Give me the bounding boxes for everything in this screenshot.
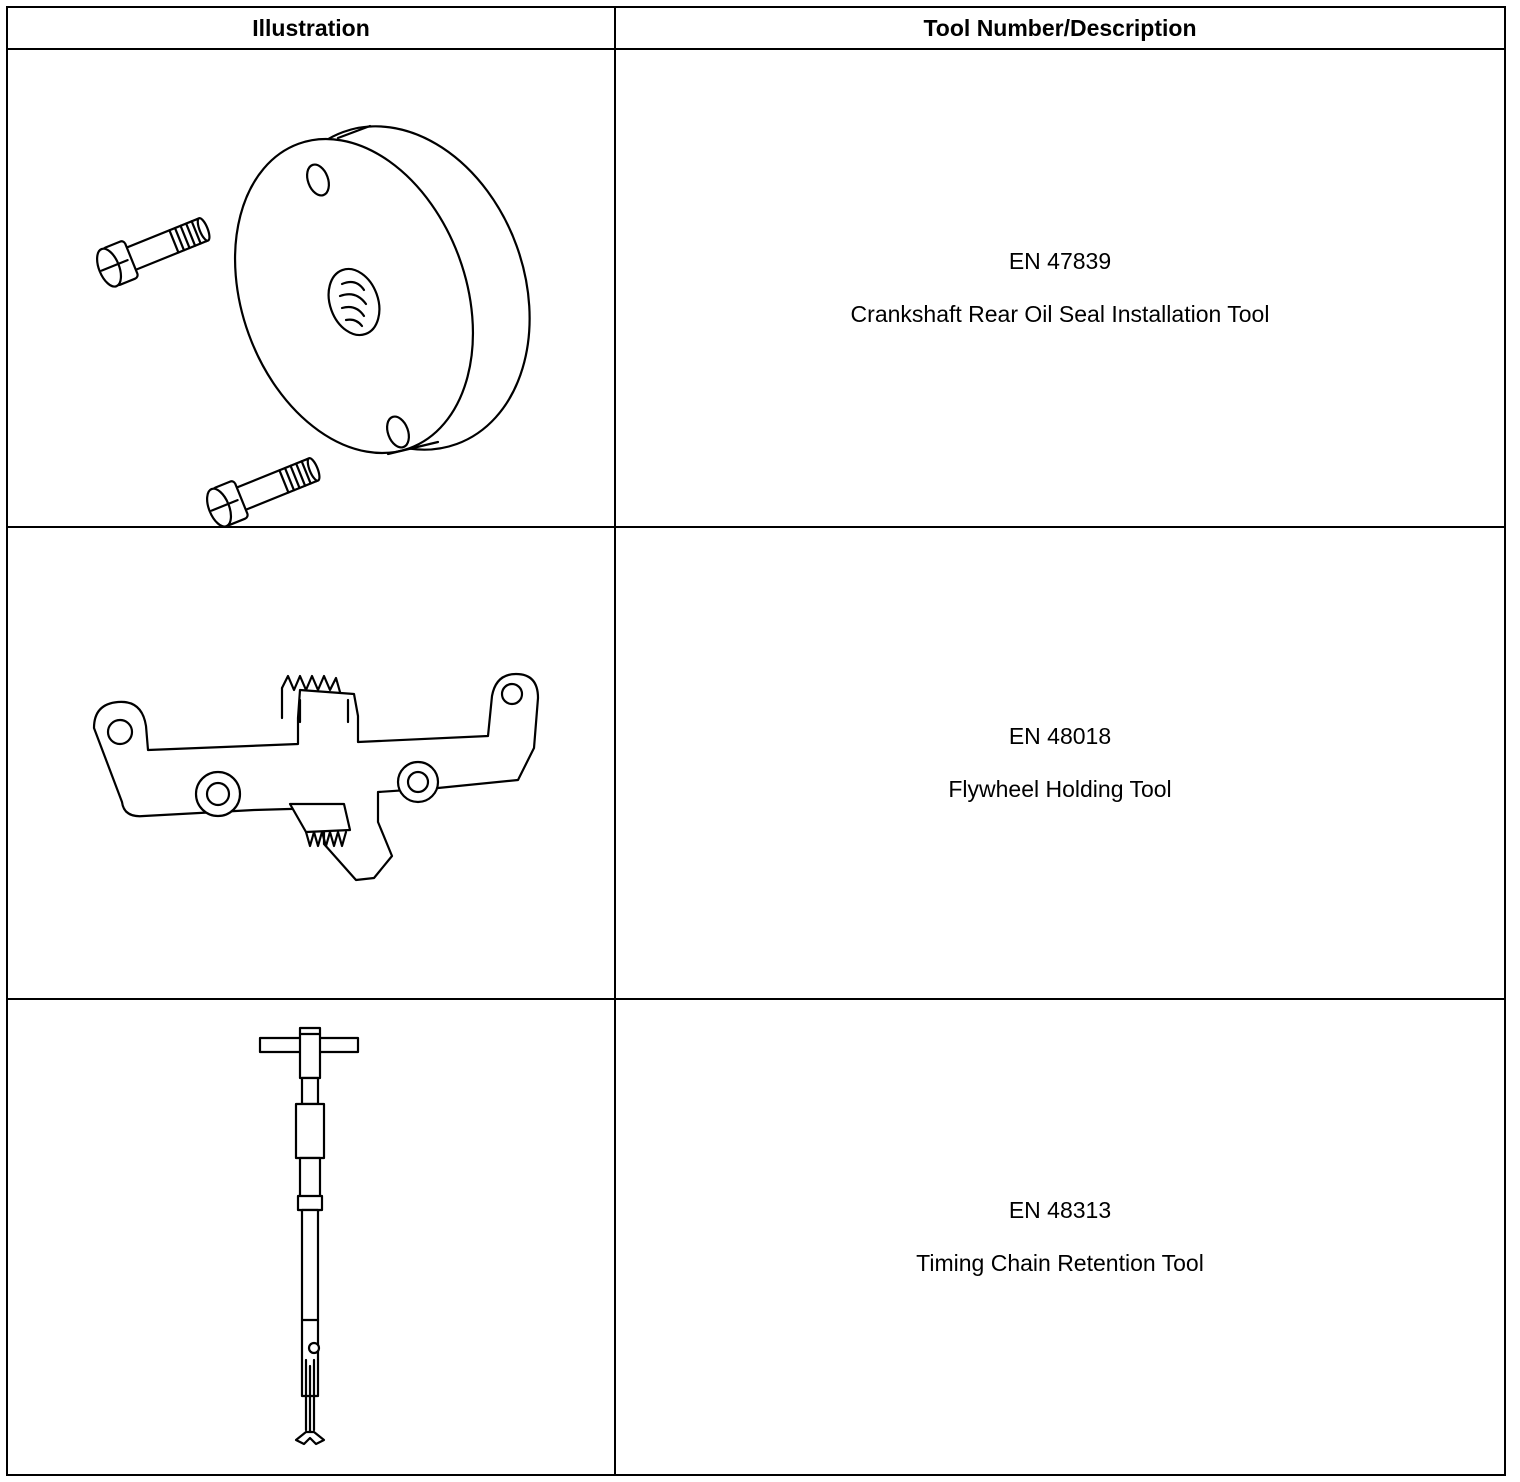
tool-description-cell: EN 47839 Crankshaft Rear Oil Seal Instal… <box>614 48 1506 528</box>
table-row: EN 48018 Flywheel Holding Tool <box>6 526 1506 1000</box>
tool-number: EN 48313 <box>1008 1197 1112 1223</box>
illustration-cell <box>6 998 616 1476</box>
flywheel-holding-tool-icon <box>92 672 540 882</box>
header-illustration: Illustration <box>6 6 616 50</box>
seal-installer-icon <box>96 124 531 526</box>
table-header-row: Illustration Tool Number/Description <box>6 6 1506 50</box>
tool-name: Timing Chain Retention Tool <box>916 1250 1204 1276</box>
tool-description-cell: EN 48018 Flywheel Holding Tool <box>614 526 1506 1000</box>
tool-description-cell: EN 48313 Timing Chain Retention Tool <box>614 998 1506 1476</box>
illustration-cell <box>6 526 616 1000</box>
timing-chain-retention-tool-icon <box>258 1026 360 1446</box>
tool-name: Flywheel Holding Tool <box>948 776 1172 802</box>
table-row: EN 48313 Timing Chain Retention Tool <box>6 998 1506 1476</box>
tool-number: EN 47839 <box>1008 248 1112 274</box>
special-tools-table: Illustration Tool Number/Description <box>6 6 1506 1476</box>
table-row: EN 47839 Crankshaft Rear Oil Seal Instal… <box>6 48 1506 528</box>
illustration-cell <box>6 48 616 528</box>
tool-number: EN 48018 <box>1008 723 1112 749</box>
tool-name: Crankshaft Rear Oil Seal Installation To… <box>850 301 1270 327</box>
header-tool-description: Tool Number/Description <box>614 6 1506 50</box>
